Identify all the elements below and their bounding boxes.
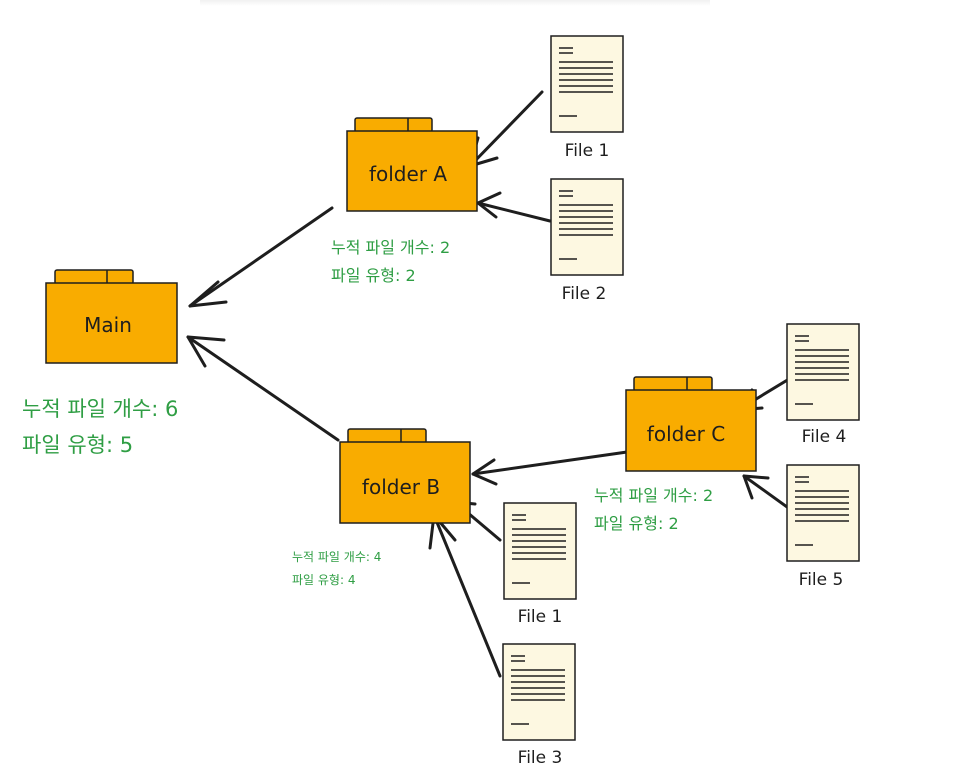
stats-main-types: 파일 유형: 5 <box>22 433 133 457</box>
document-icon <box>503 502 577 600</box>
folder-icon <box>45 282 178 364</box>
file-a-1-label: File 1 <box>565 141 610 161</box>
folder-a[interactable]: folder A <box>346 117 478 212</box>
folder-tab-icon <box>354 117 433 133</box>
folder-tab-icon <box>347 428 427 444</box>
folder-icon <box>625 389 757 472</box>
file-b-3[interactable]: File 3 <box>502 643 576 768</box>
stats-folder-a-count: 누적 파일 개수: 2 <box>331 238 450 257</box>
file-b-1-label: File 1 <box>518 607 563 627</box>
folder-main-label: Main <box>84 313 132 337</box>
folder-icon <box>339 441 471 524</box>
folder-tab-icon <box>633 376 713 392</box>
file-a-2[interactable]: File 2 <box>550 178 624 304</box>
folder-c[interactable]: folder C <box>625 376 757 472</box>
arrow-folder-b-to-main <box>186 335 340 442</box>
stats-folder-c-types: 파일 유형: 2 <box>594 514 679 533</box>
arrow-a-file-1-to-folder-a <box>468 90 544 168</box>
arrow-folder-a-to-main <box>188 206 334 308</box>
folder-b-label: folder B <box>362 475 440 499</box>
folder-c-label: folder C <box>647 422 725 446</box>
file-b-1[interactable]: File 1 <box>503 502 577 627</box>
stats-main: 누적 파일 개수: 6 파일 유형: 5 <box>22 397 178 457</box>
folder-icon <box>346 130 478 212</box>
folder-tab-icon <box>54 269 134 285</box>
document-icon <box>550 35 624 133</box>
stats-folder-a-types: 파일 유형: 2 <box>331 266 416 285</box>
folder-main[interactable]: Main <box>45 269 178 364</box>
arrow-c-file-5-to-folder-c <box>742 474 796 514</box>
file-c-4[interactable]: File 4 <box>786 323 860 447</box>
file-a-2-label: File 2 <box>562 284 607 304</box>
arrow-a-file-2-to-folder-a <box>476 191 552 223</box>
file-b-3-label: File 3 <box>518 748 563 768</box>
stats-folder-a: 누적 파일 개수: 2 파일 유형: 2 <box>331 238 450 285</box>
arrow-b-file-3-to-folder-b <box>428 513 502 678</box>
file-c-5[interactable]: File 5 <box>786 464 860 590</box>
document-icon <box>786 464 860 562</box>
stats-folder-b-count: 누적 파일 개수: 4 <box>292 550 381 564</box>
stats-folder-c-count: 누적 파일 개수: 2 <box>594 486 713 505</box>
folder-b[interactable]: folder B <box>339 428 471 524</box>
stats-folder-b: 누적 파일 개수: 4 파일 유형: 4 <box>292 550 381 587</box>
file-c-4-label: File 4 <box>802 427 847 447</box>
folder-a-label: folder A <box>369 162 447 186</box>
document-icon <box>786 323 860 421</box>
document-icon <box>550 178 624 276</box>
top-edge-shadow <box>200 0 710 6</box>
document-icon <box>502 643 576 741</box>
stats-main-count: 누적 파일 개수: 6 <box>22 397 178 421</box>
arrow-folder-c-to-folder-b <box>471 450 629 486</box>
stats-folder-c: 누적 파일 개수: 2 파일 유형: 2 <box>594 486 713 533</box>
stats-folder-b-types: 파일 유형: 4 <box>292 573 355 587</box>
file-c-5-label: File 5 <box>799 570 844 590</box>
file-a-1[interactable]: File 1 <box>550 35 624 161</box>
